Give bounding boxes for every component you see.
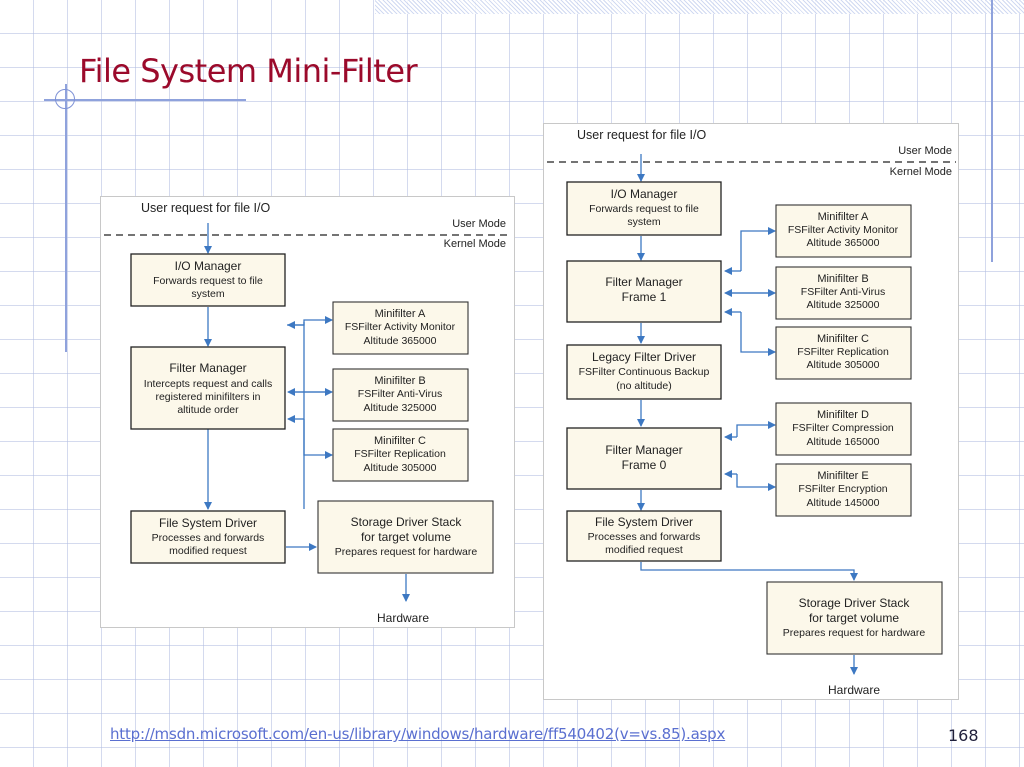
svg-text:Altitude 365000: Altitude 365000: [364, 335, 437, 347]
svg-text:Altitude 165000: Altitude 165000: [807, 436, 880, 448]
diagram-multi-frame: User request for file I/O User Mode Kern…: [543, 123, 959, 700]
svg-text:Prepares request for hardware: Prepares request for hardware: [335, 546, 478, 558]
svg-text:registered minifilters in: registered minifilters in: [155, 391, 260, 403]
svg-text:FSFilter Replication: FSFilter Replication: [797, 346, 889, 358]
svg-text:FSFilter Anti-Virus: FSFilter Anti-Virus: [801, 286, 885, 298]
fs-driver-box: File System Driver Processes and forward…: [130, 510, 286, 564]
svg-text:Storage Driver Stack: Storage Driver Stack: [799, 596, 911, 610]
minifilter-a-box: Minifilter A FSFilter Activity Monitor A…: [332, 301, 469, 355]
arrow-fm1-to-minifilter-c: [740, 312, 776, 356]
hardware-label: Hardware: [828, 683, 880, 697]
svg-text:Processes and forwards: Processes and forwards: [152, 532, 265, 544]
svg-text:Filter Manager: Filter Manager: [605, 443, 682, 457]
io-manager-box: I/O Manager Forwards request to file sys…: [130, 253, 286, 307]
svg-text:Forwards request to file: Forwards request to file: [153, 275, 263, 287]
svg-text:Minifilter A: Minifilter A: [375, 308, 426, 320]
svg-text:File System Driver: File System Driver: [159, 516, 257, 530]
svg-text:Minifilter C: Minifilter C: [374, 435, 426, 447]
svg-text:Altitude 145000: Altitude 145000: [807, 497, 880, 509]
svg-text:system: system: [627, 216, 661, 228]
svg-text:FSFilter Encryption: FSFilter Encryption: [798, 483, 887, 495]
svg-text:FSFilter Replication: FSFilter Replication: [354, 448, 446, 460]
filter-manager-frame-0-box: Filter Manager Frame 0: [566, 427, 722, 490]
minifilter-b-box: Minifilter B FSFilter Anti-Virus Altitud…: [332, 368, 469, 422]
svg-text:Forwards request to file: Forwards request to file: [589, 203, 699, 215]
svg-text:Processes and forwards: Processes and forwards: [588, 531, 701, 543]
hardware-label: Hardware: [377, 611, 429, 625]
svg-text:for target volume: for target volume: [809, 611, 899, 625]
arrow-fm0-to-minifilter-d: [736, 421, 776, 437]
storage-stack-box: Storage Driver Stack for target volume P…: [766, 581, 943, 655]
svg-text:Intercepts request and calls: Intercepts request and calls: [144, 378, 272, 390]
svg-text:Filter Manager: Filter Manager: [605, 275, 682, 289]
kernel-mode-label: Kernel Mode: [890, 166, 952, 178]
minifilter-c-box: Minifilter C FSFilter Replication Altitu…: [775, 326, 912, 380]
svg-text:Filter Manager: Filter Manager: [169, 361, 246, 375]
svg-text:Legacy Filter Driver: Legacy Filter Driver: [592, 350, 696, 364]
svg-text:Frame 1: Frame 1: [622, 290, 667, 304]
fs-driver-box: File System Driver Processes and forward…: [566, 510, 722, 562]
svg-text:Minifilter A: Minifilter A: [818, 211, 869, 223]
decorative-circle-icon: [55, 89, 75, 109]
arrow-fm0-to-minifilter-e: [736, 474, 776, 491]
decorative-header-band: [375, 0, 1024, 14]
svg-text:Prepares request for hardware: Prepares request for hardware: [783, 627, 926, 639]
svg-text:Minifilter E: Minifilter E: [817, 470, 868, 482]
svg-text:Minifilter D: Minifilter D: [817, 409, 869, 421]
svg-text:Storage Driver Stack: Storage Driver Stack: [351, 515, 463, 529]
arrow-fm1-to-minifilter-a: [740, 227, 776, 271]
decorative-title-underline: [44, 99, 246, 101]
user-mode-label: User Mode: [898, 145, 952, 157]
svg-text:FSFilter Activity Monitor: FSFilter Activity Monitor: [345, 321, 456, 333]
svg-text:I/O Manager: I/O Manager: [175, 259, 242, 273]
minifilter-a-box: Minifilter A FSFilter Activity Monitor A…: [775, 204, 912, 258]
page-number: 168: [948, 726, 979, 745]
decorative-vertical-line: [65, 84, 67, 352]
svg-text:Altitude 365000: Altitude 365000: [807, 237, 880, 249]
svg-text:(no altitude): (no altitude): [616, 380, 671, 392]
svg-text:Altitude 325000: Altitude 325000: [807, 299, 880, 311]
svg-text:modified request: modified request: [605, 544, 683, 556]
decorative-vertical-line: [991, 0, 993, 262]
user-request-label: User request for file I/O: [141, 201, 270, 215]
svg-text:altitude order: altitude order: [177, 404, 239, 416]
svg-text:for target volume: for target volume: [361, 530, 451, 544]
minifilter-e-box: Minifilter E FSFilter Encryption Altitud…: [775, 463, 912, 517]
svg-text:Frame 0: Frame 0: [622, 458, 667, 472]
svg-text:FSFilter Compression: FSFilter Compression: [792, 422, 894, 434]
svg-text:I/O Manager: I/O Manager: [611, 187, 678, 201]
svg-text:FSFilter Continuous Backup: FSFilter Continuous Backup: [579, 366, 710, 378]
io-manager-box: I/O Manager Forwards request to file sys…: [566, 181, 722, 236]
svg-text:FSFilter Anti-Virus: FSFilter Anti-Virus: [358, 388, 442, 400]
filter-manager-box: Filter Manager Intercepts request and ca…: [130, 346, 286, 430]
arrow-fs-driver-to-storage-stack: [640, 562, 858, 581]
svg-text:Minifilter B: Minifilter B: [374, 375, 425, 387]
svg-text:FSFilter Activity Monitor: FSFilter Activity Monitor: [788, 224, 899, 236]
svg-text:Altitude 305000: Altitude 305000: [807, 359, 880, 371]
filter-manager-frame-1-box: Filter Manager Frame 1: [566, 260, 722, 323]
user-mode-label: User Mode: [452, 218, 506, 230]
slide-title: File System Mini-Filter: [79, 52, 418, 90]
minifilter-c-box: Minifilter C FSFilter Replication Altitu…: [332, 428, 469, 482]
arrow-filter-manager-to-minifilter-c: [303, 419, 333, 459]
legacy-filter-driver-box: Legacy Filter Driver FSFilter Continuous…: [566, 344, 722, 400]
svg-text:Minifilter B: Minifilter B: [817, 273, 868, 285]
svg-text:modified request: modified request: [169, 545, 247, 557]
arrow-filter-manager-to-minifilter-a: [287, 316, 333, 326]
svg-text:Altitude 305000: Altitude 305000: [364, 462, 437, 474]
svg-text:Minifilter C: Minifilter C: [817, 333, 869, 345]
user-request-label: User request for file I/O: [577, 128, 706, 142]
diagram-single-frame-canvas: User request for file I/O User Mode Kern…: [104, 201, 511, 625]
svg-text:Altitude 325000: Altitude 325000: [364, 402, 437, 414]
source-link[interactable]: http://msdn.microsoft.com/en-us/library/…: [110, 725, 726, 743]
diagram-single-frame: User request for file I/O User Mode Kern…: [100, 196, 515, 628]
storage-stack-box: Storage Driver Stack for target volume P…: [317, 500, 494, 574]
kernel-mode-label: Kernel Mode: [444, 238, 506, 250]
minifilter-d-box: Minifilter D FSFilter Compression Altitu…: [775, 402, 912, 456]
svg-text:system: system: [191, 288, 225, 300]
svg-text:File System Driver: File System Driver: [595, 515, 693, 529]
minifilter-b-box: Minifilter B FSFilter Anti-Virus Altitud…: [775, 266, 912, 320]
diagram-multi-frame-canvas: User request for file I/O User Mode Kern…: [547, 128, 956, 697]
